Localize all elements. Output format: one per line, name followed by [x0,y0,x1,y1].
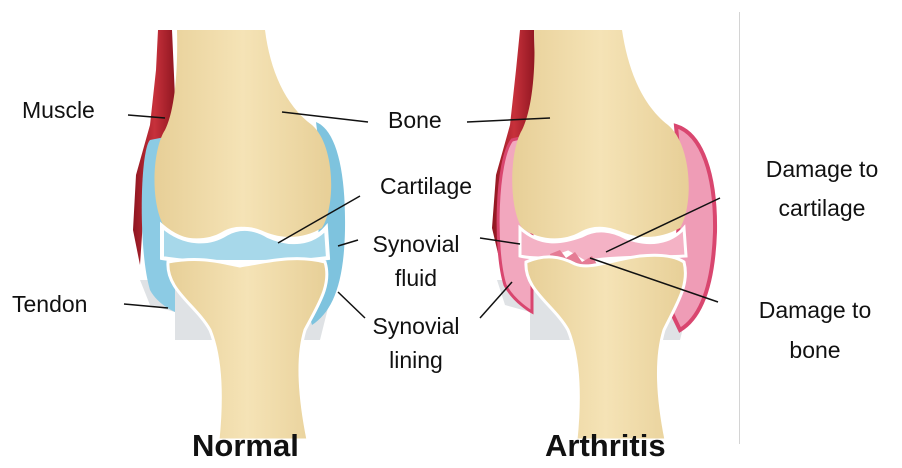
normal-femur-shape [154,30,331,238]
panel-divider [739,12,740,444]
label-cartilage: Cartilage [380,172,472,200]
label-tendon: Tendon [12,290,87,318]
label-muscle: Muscle [22,96,95,124]
normal-knee [133,30,345,440]
label-synovial-fluid-line2: fluid [360,264,472,292]
label-synovial-lining-line2: lining [360,346,472,374]
normal-tibia-shape [168,259,327,440]
label-damage-cartilage-line2: cartilage [752,194,892,222]
label-damage-bone-line1: Damage to [740,296,890,324]
label-damage-cartilage-line1: Damage to [752,155,892,183]
label-synovial-lining-line1: Synovial [360,312,472,340]
label-damage-bone-line2: bone [740,336,890,364]
arthritis-femur-shape [512,30,689,238]
label-synovial-fluid-line1: Synovial [360,230,472,258]
label-bone: Bone [388,106,442,134]
caption-arthritis: Arthritis [545,428,666,464]
arthritis-knee [492,30,715,440]
caption-normal: Normal [192,428,299,464]
